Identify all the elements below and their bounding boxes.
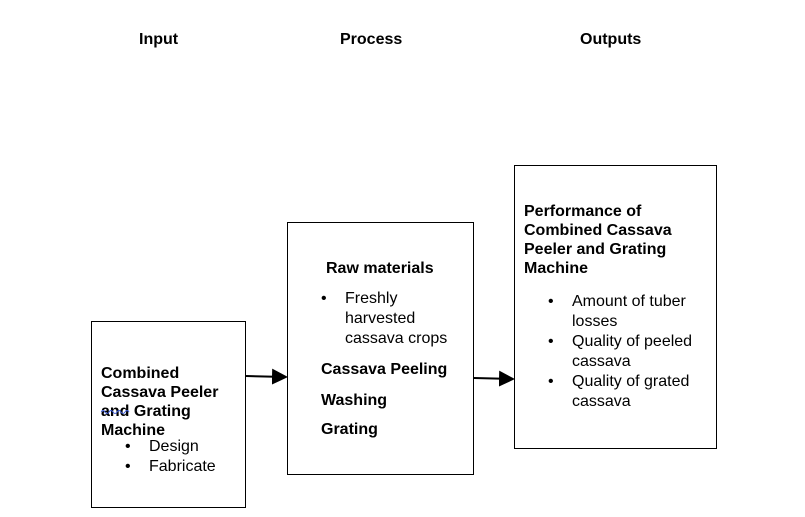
- outputs-title-line: Combined Cassava: [524, 222, 672, 239]
- input-title-line: Combined: [101, 365, 180, 382]
- outputs-list-item: Quality of peeled cassava: [548, 332, 712, 372]
- process-box: Raw materials Freshly harvested cassava …: [287, 222, 474, 475]
- raw-materials-heading: Raw materials: [326, 260, 434, 277]
- raw-materials-item: Freshly harvested cassava crops: [321, 289, 463, 349]
- input-title: Combined Cassava Peeler and Grating Mach…: [101, 364, 218, 440]
- process-step: Washing: [321, 392, 388, 409]
- arrow-process-to-outputs: [473, 370, 515, 387]
- spellcheck-squiggle: [101, 410, 130, 414]
- outputs-title: Performance of Combined Cassava Peeler a…: [524, 202, 672, 278]
- outputs-title-line: Machine: [524, 260, 589, 277]
- input-list-item: Fabricate: [125, 457, 216, 477]
- outputs-title-line: Performance of: [524, 203, 642, 220]
- process-step: Cassava Peeling: [321, 361, 448, 378]
- input-title-line: Machine: [101, 422, 166, 439]
- outputs-header: Outputs: [580, 31, 642, 48]
- arrow-input-to-process: [245, 368, 288, 385]
- raw-materials-list: Freshly harvested cassava crops: [321, 289, 463, 349]
- outputs-title-line: Peeler and Grating: [524, 241, 667, 258]
- outputs-list-item: Quality of grated cassava: [548, 372, 712, 412]
- input-title-line: and Grating: [101, 403, 191, 420]
- process-step: Grating: [321, 421, 378, 438]
- input-header: Input: [139, 31, 179, 48]
- process-header: Process: [340, 31, 403, 48]
- outputs-box: Performance of Combined Cassava Peeler a…: [514, 165, 717, 449]
- input-list: Design Fabricate: [125, 437, 216, 477]
- outputs-list-item: Amount of tuber losses: [548, 292, 712, 332]
- input-list-item: Design: [125, 437, 216, 457]
- outputs-list: Amount of tuber losses Quality of peeled…: [548, 292, 712, 412]
- input-box: Combined Cassava Peeler and Grating Mach…: [91, 321, 246, 508]
- input-title-line: Cassava Peeler: [101, 384, 219, 401]
